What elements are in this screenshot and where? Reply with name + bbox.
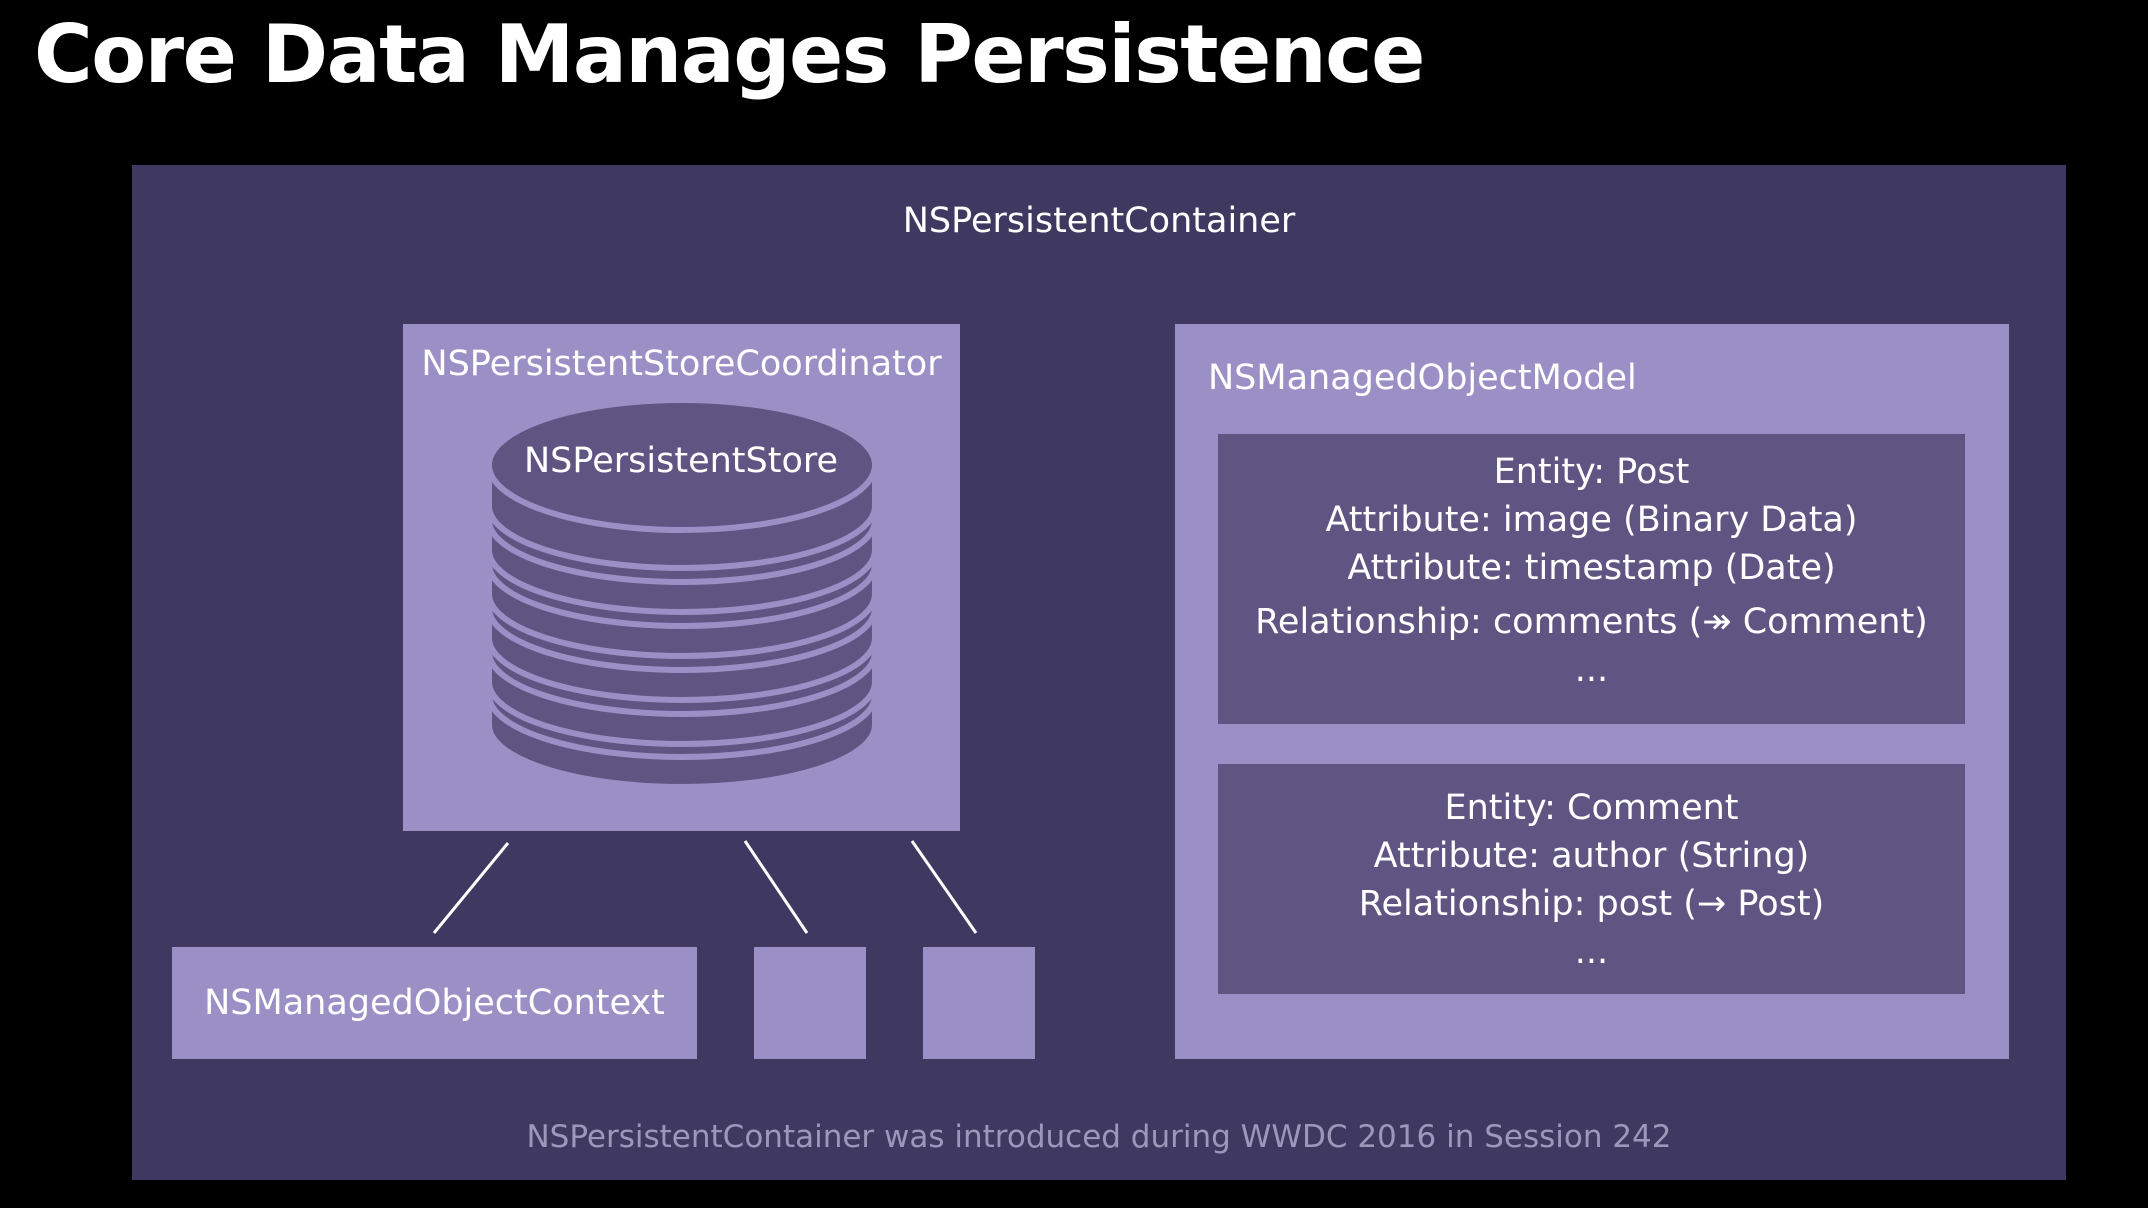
entity-comment-relationship-post: Relationship: post (→ Post)	[1358, 884, 1825, 924]
entity-post: Entity: Post Attribute: image (Binary Da…	[1218, 434, 1965, 724]
coordinator-label: NSPersistentStoreCoordinator	[421, 344, 942, 384]
managed-object-context-tertiary	[923, 947, 1035, 1059]
managed-object-context-secondary	[754, 947, 866, 1059]
managed-object-model-label: NSManagedObjectModel	[1208, 358, 1637, 398]
page-title: Core Data Manages Persistence	[34, 8, 1425, 101]
entity-comment-attribute-author: Attribute: author (String)	[1373, 836, 1810, 876]
entity-post-attribute-timestamp: Attribute: timestamp (Date)	[1347, 548, 1836, 588]
entity-post-relationship-comments: Relationship: comments (↠ Comment)	[1255, 602, 1928, 642]
managed-object-model: NSManagedObjectModel Entity: Post Attrib…	[1175, 324, 2009, 1059]
persistent-store-label: NSPersistentStore	[523, 441, 839, 481]
entity-post-name: Entity: Post	[1493, 452, 1690, 492]
entity-comment-name: Entity: Comment	[1444, 788, 1739, 828]
entity-post-attribute-image: Attribute: image (Binary Data)	[1325, 500, 1858, 540]
entity-comment: Entity: Comment Attribute: author (Strin…	[1218, 764, 1965, 994]
footnote: NSPersistentContainer was introduced dur…	[526, 1119, 1672, 1155]
entity-comment-ellipsis: ...	[1574, 932, 1609, 972]
persistent-container: NSPersistentContainer NSPersistentStoreC…	[132, 165, 2066, 1180]
managed-object-context-label: NSManagedObjectContext	[204, 983, 665, 1023]
persistent-container-label: NSPersistentContainer	[902, 201, 1296, 241]
entity-post-ellipsis: ...	[1574, 650, 1609, 690]
managed-object-context: NSManagedObjectContext	[172, 947, 697, 1059]
persistent-store-coordinator: NSPersistentStoreCoordinator	[403, 324, 960, 831]
